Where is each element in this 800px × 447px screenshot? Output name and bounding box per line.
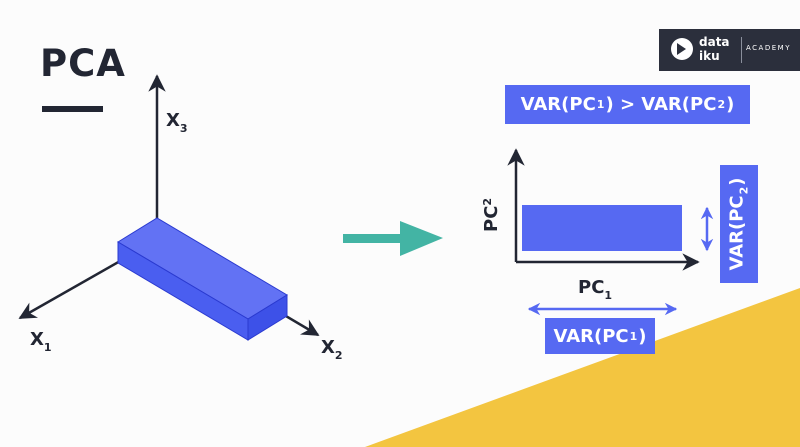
var-pc2-label: VAR(PC2): [720, 165, 758, 283]
projected-data-rectangle: [522, 205, 682, 251]
var-pc1-sub: 1: [629, 329, 638, 343]
pc1-label: PC1: [578, 277, 612, 302]
var-pc2-rotated: VAR(PC2): [727, 177, 751, 270]
var-pc2-sub: 2: [738, 186, 751, 195]
cmp-part-a: VAR(PC: [520, 94, 596, 115]
x3-label: X3: [166, 110, 188, 135]
pc2-label: PC2: [481, 198, 502, 232]
transform-arrow: [343, 221, 443, 256]
logo-academy: ACADEMY: [746, 44, 791, 52]
yellow-corner-shape: [365, 288, 800, 447]
cmp-part-mid: ) > VAR(PC: [605, 94, 717, 115]
var-pc1-text: VAR(PC: [553, 325, 629, 347]
cmp-sub-b: 2: [717, 98, 726, 111]
var-pc2-text: VAR(PC: [727, 195, 748, 271]
logo-separator: [741, 37, 742, 63]
x1-label: X1: [30, 329, 52, 354]
cmp-sub-a: 1: [596, 98, 605, 111]
var-pc1-end: ): [638, 325, 647, 347]
logo-brand-line1: data: [699, 35, 730, 49]
var-pc2-end: ): [727, 177, 748, 186]
x2-label: X2: [321, 337, 343, 362]
dataiku-academy-logo: data iku ACADEMY: [659, 29, 800, 71]
page-title: PCA: [40, 42, 126, 85]
logo-brand-line2: iku: [699, 49, 720, 63]
title-underline: [42, 106, 103, 112]
logo-brand: data iku: [699, 35, 735, 63]
bird-icon: [671, 38, 693, 60]
data-cuboid: [117, 217, 288, 341]
cmp-part-end: ): [726, 94, 735, 115]
